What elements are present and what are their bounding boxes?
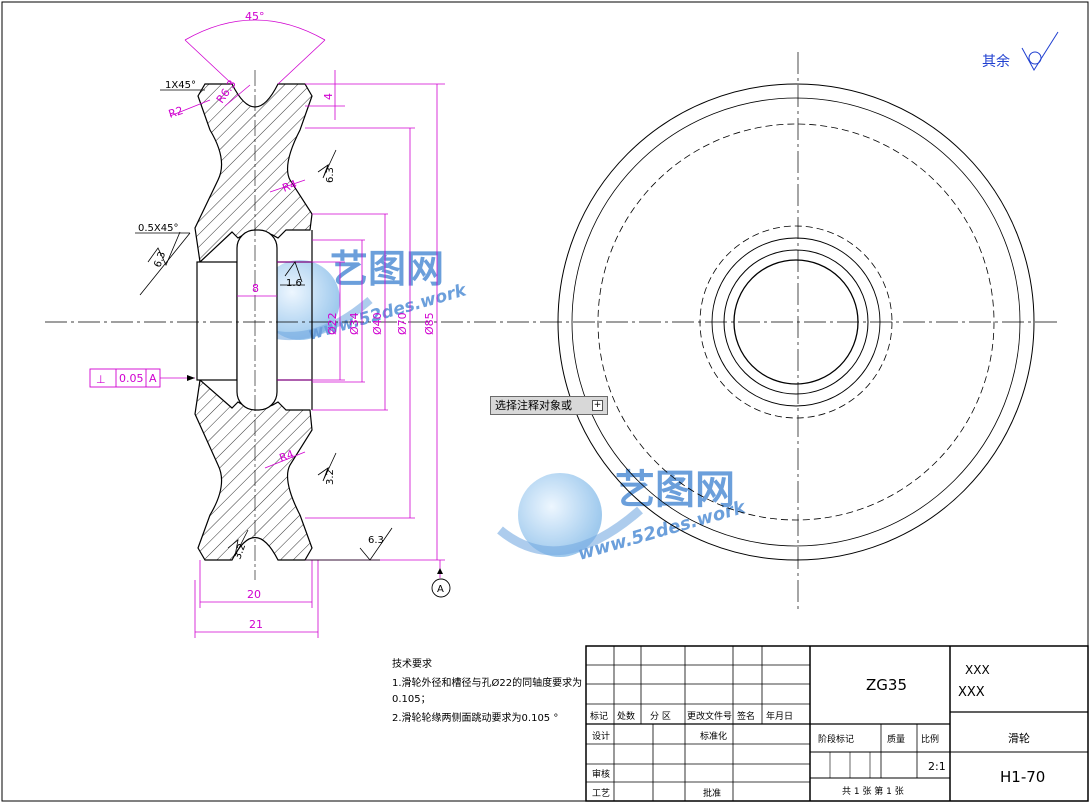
watermark-brand: 艺图网 [330, 247, 444, 291]
others-roughness-label[interactable]: 其余 [982, 53, 1010, 70]
tb-approve: 批准 [703, 787, 721, 799]
tb-drawing-no[interactable]: H1-70 [1000, 768, 1045, 786]
datum-a-circle [431, 578, 451, 598]
tech-req-title: 技术要求 [392, 657, 432, 670]
rough-63-bottom[interactable]: 6.3 [368, 535, 384, 546]
dim-chamfer-05x45[interactable]: 0.5X45° [138, 223, 178, 234]
tb-material[interactable]: ZG35 [866, 676, 907, 694]
perpendicularity-icon: ⊥ [96, 373, 106, 386]
dim-chamfer-1x45[interactable]: 1X45° [165, 80, 196, 91]
tooltip-label: 选择注释对象或 [495, 399, 572, 412]
tb-org2[interactable]: XXX [958, 685, 985, 700]
tech-req-line1b: 0.105； [392, 694, 431, 705]
watermark-lower: 艺图网 www.52des.work [497, 467, 749, 565]
datum-a-label[interactable]: A [437, 584, 444, 595]
leader-lines [135, 89, 393, 561]
tb-design: 设计 [592, 730, 610, 742]
command-tooltip[interactable]: 选择注释对象或 + [490, 396, 608, 415]
watermark-globe-icon-2 [518, 473, 602, 557]
tb-standardize: 标准化 [700, 730, 727, 742]
tb-org1[interactable]: XXX [965, 663, 990, 677]
dimension-arrows [187, 375, 443, 574]
tb-sheets: 共 1 张 第 1 张 [842, 785, 904, 797]
section-upper-hatch [194, 83, 313, 264]
hub-bore [196, 261, 238, 381]
roughness-symbol-icon [1021, 31, 1059, 71]
hub-slot [236, 229, 278, 411]
tb-row-label-3: 更改文件号 [687, 710, 732, 722]
tb-row-label-5: 年月日 [766, 710, 793, 722]
front-view[interactable] [557, 52, 1035, 612]
tech-req-line1: 1.滑轮外径和槽径与孔Ø22的同轴度要求为 [392, 676, 582, 689]
dim-r-corner[interactable]: R2 [167, 104, 185, 121]
tb-review: 审核 [592, 768, 610, 780]
rough-32-right[interactable]: 3.2 [325, 469, 336, 485]
dim-bore-8[interactable]: 8 [252, 282, 259, 295]
watermark-brand-2: 艺图网 [615, 467, 735, 513]
tb-scale[interactable]: 2:1 [928, 760, 946, 773]
tb-stage-mark: 阶段标记 [818, 733, 854, 745]
dim-width-20[interactable]: 20 [247, 588, 261, 601]
tb-row-label-4: 签名 [737, 710, 755, 722]
dim-depth-4[interactable]: 4 [322, 93, 335, 100]
tech-req-line2: 2.滑轮轮缘两侧面跳动要求为0.105 ° [392, 711, 558, 724]
dim-r4-lower[interactable]: R4 [278, 448, 296, 465]
tb-ratio: 比例 [921, 733, 939, 745]
dim-d70[interactable]: Ø70 [396, 312, 409, 335]
tb-row-label-2: 分 区 [650, 711, 671, 722]
watermark-globe-icon [260, 260, 340, 340]
tb-process: 工艺 [592, 788, 610, 799]
plus-icon[interactable]: + [592, 400, 603, 411]
dim-r4-upper[interactable]: R4 [281, 178, 299, 195]
rough-16[interactable]: 1.6 [286, 278, 302, 289]
dim-d34[interactable]: Ø34 [348, 312, 361, 335]
dim-d40[interactable]: Ø40 [371, 312, 384, 335]
section-lower-hatch [194, 378, 313, 561]
rough-63-left[interactable]: 6.3 [152, 250, 168, 269]
tb-weight: 质量 [887, 733, 905, 745]
dim-d85[interactable]: Ø85 [423, 312, 436, 335]
tb-row-label-1: 处数 [617, 710, 635, 722]
geometric-tolerance-frame[interactable]: ⊥ 0.05 A [89, 368, 161, 388]
tb-part-name[interactable]: 滑轮 [1008, 731, 1030, 745]
tol-value: 0.05 [119, 372, 144, 385]
rough-32-bottom[interactable]: 3.2 [232, 542, 248, 561]
title-block[interactable] [585, 645, 1089, 802]
dim-angle-45[interactable]: 45° [245, 10, 265, 23]
dim-d22[interactable]: Ø22 [326, 312, 339, 335]
rough-63-upper[interactable]: 6.3 [325, 167, 336, 183]
dim-width-21[interactable]: 21 [249, 618, 263, 631]
tol-datum: A [149, 372, 157, 385]
tb-row-label-0: 标记 [590, 710, 608, 722]
section-view[interactable] [45, 70, 1060, 580]
